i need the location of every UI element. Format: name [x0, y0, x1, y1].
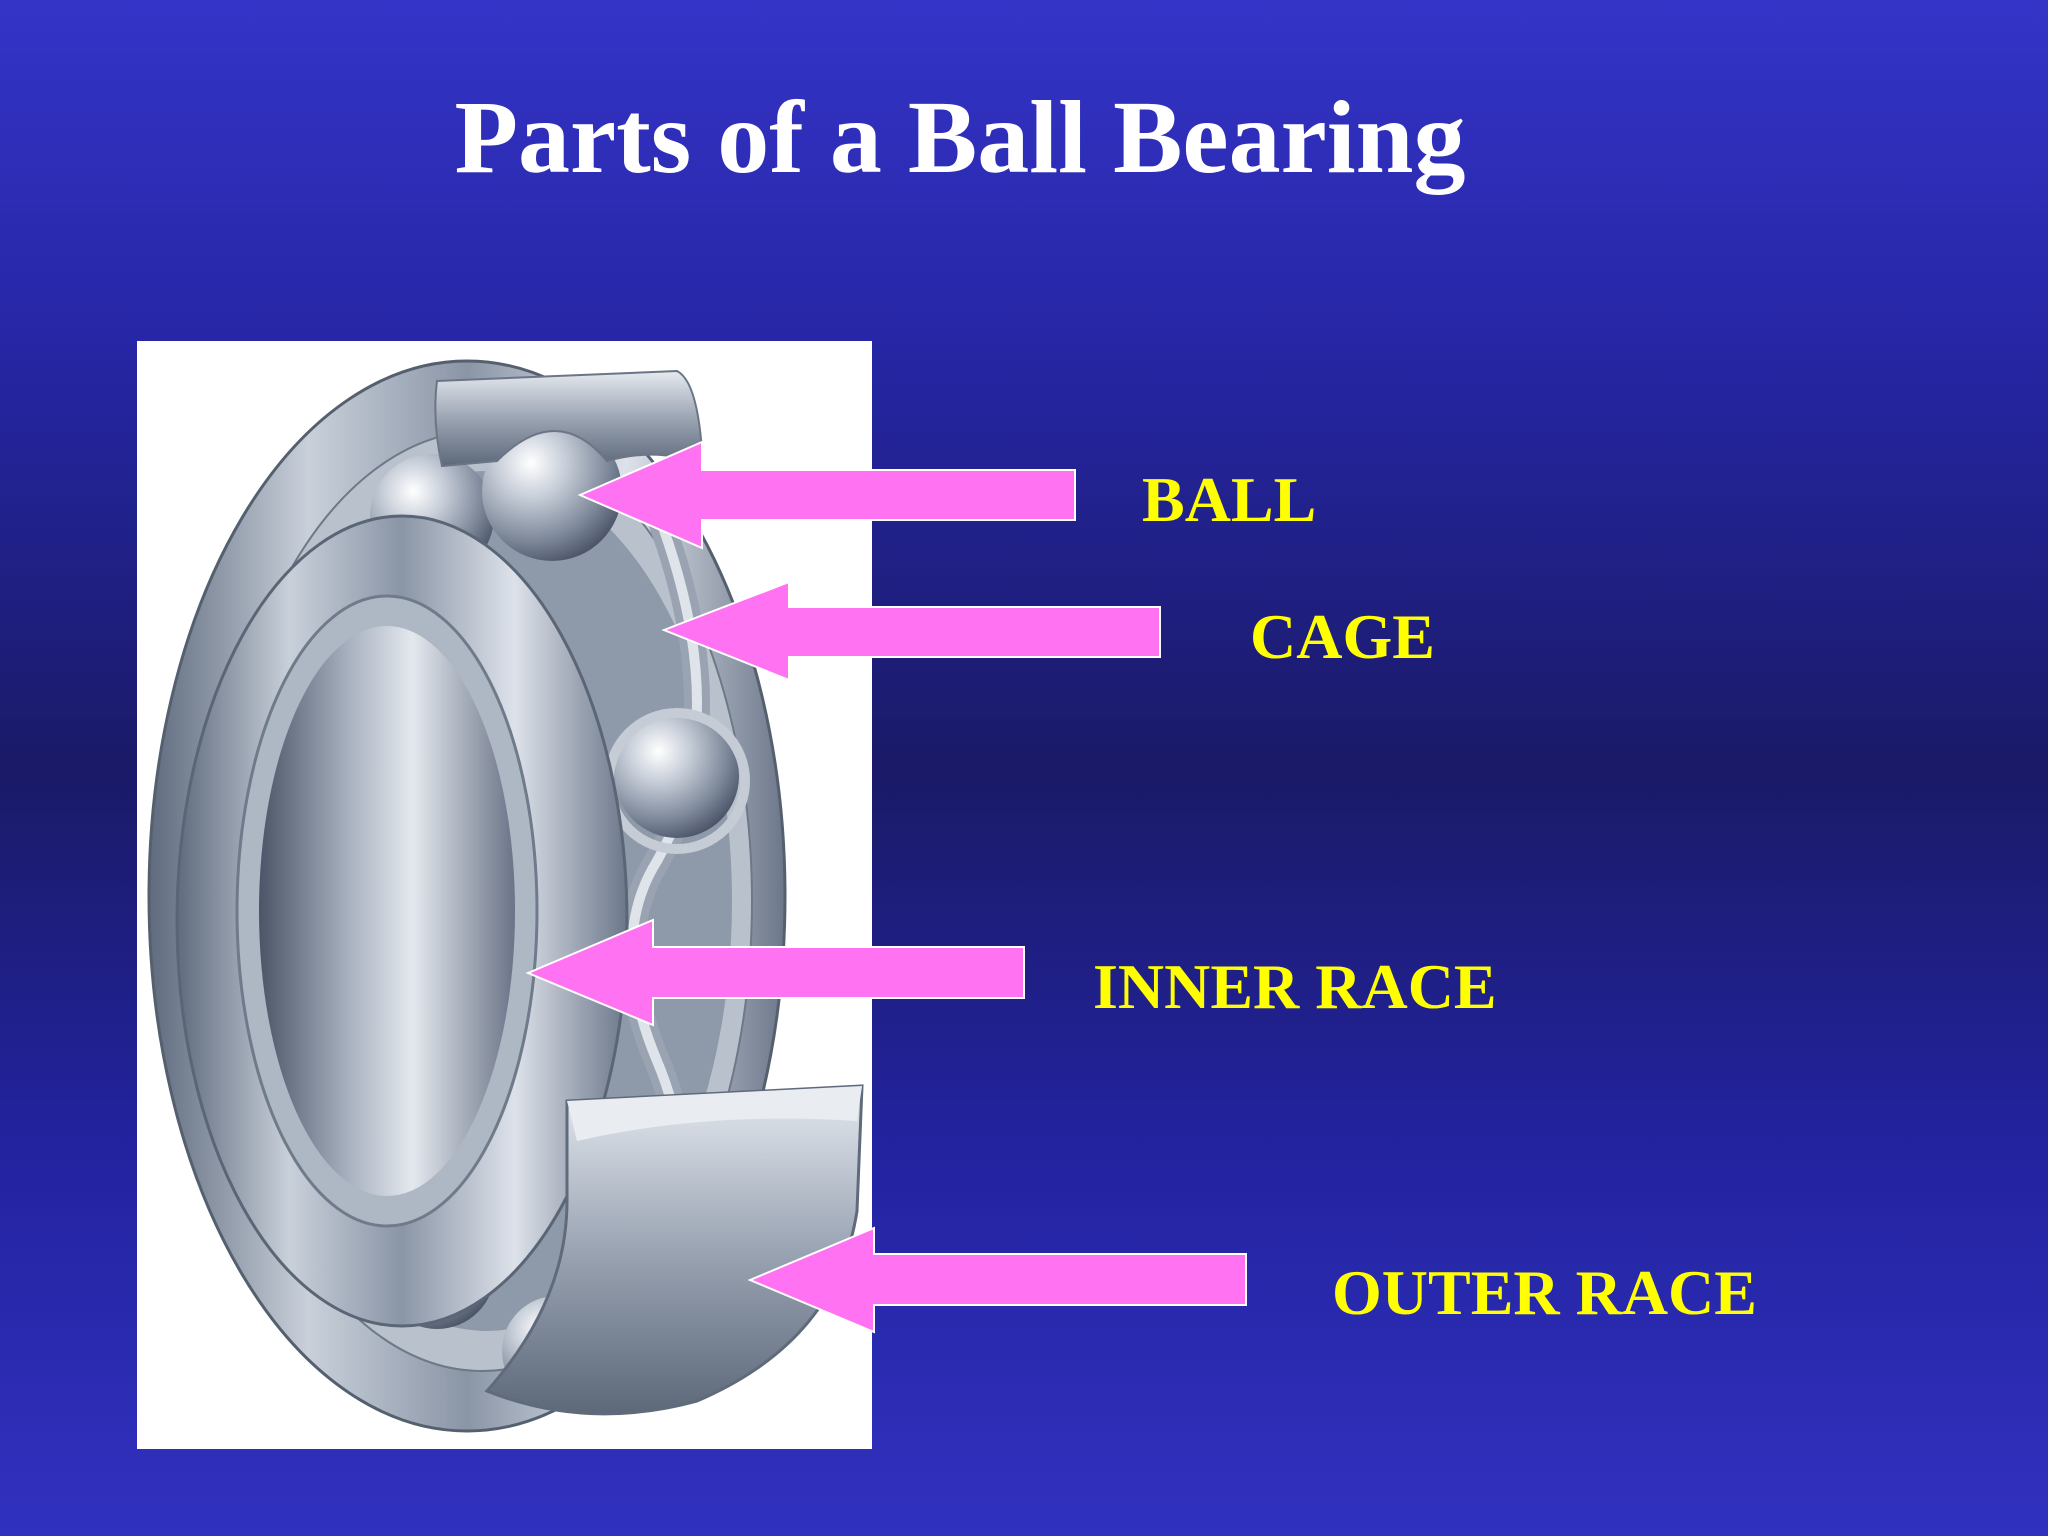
arrow-ball	[577, 440, 1076, 550]
label-cage: CAGE	[1250, 601, 1435, 672]
arrow-outer-race	[747, 1226, 1247, 1334]
bearing-illustration	[147, 359, 864, 1433]
slide-title: Parts of a Ball Bearing	[454, 80, 1466, 195]
label-inner-race: INNER RACE	[1093, 951, 1497, 1022]
label-outer-race: OUTER RACE	[1332, 1257, 1757, 1328]
label-ball: BALL	[1142, 464, 1317, 535]
arrow-cage	[661, 580, 1161, 682]
arrow-inner-race	[525, 918, 1025, 1027]
bearing-image	[137, 341, 872, 1449]
